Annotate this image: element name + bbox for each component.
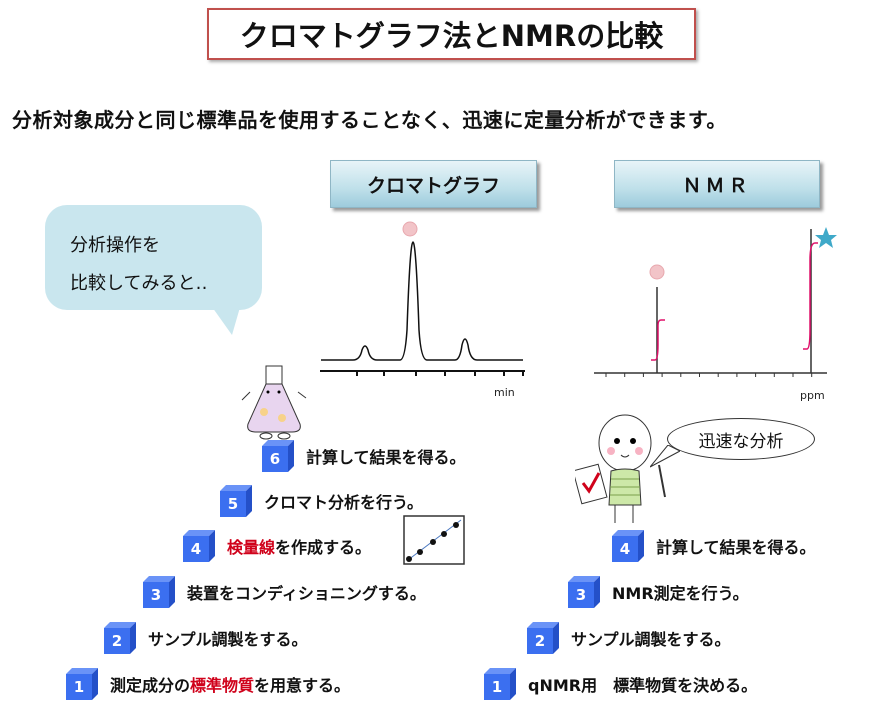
step-text: qNMR用 標準物質を決める。 (528, 672, 757, 696)
step-block-icon: 3 (568, 576, 600, 608)
bubble-line-2: 比較してみると‥ (70, 273, 208, 294)
nmr-step-1: 1 qNMR用 標準物質を決める。 (484, 668, 757, 700)
bubble-line-1: 分析操作を (70, 235, 160, 256)
nmr-step-3: 3 NMR測定を行う。 (568, 576, 749, 608)
step-text: クロマト分析を行う。 (264, 489, 423, 513)
integral-curve-2 (803, 242, 818, 350)
step-number: 4 (183, 536, 209, 562)
step-number: 6 (262, 446, 288, 472)
step-number: 2 (104, 628, 130, 654)
nmr-xlabel: ppm (800, 389, 825, 402)
step-text: 装置をコンディショニングする。 (187, 580, 426, 604)
step-text: 計算して結果を得る。 (656, 534, 816, 558)
flask-character-icon (241, 365, 307, 440)
chromatograph-step-1: 1 測定成分の標準物質を用意する。 (66, 668, 350, 700)
highlighted-text: 検量線 (227, 538, 276, 557)
speech-bubble: 分析操作を 比較してみると‥ (45, 205, 262, 310)
step-text: サンプル調製をする。 (148, 626, 308, 650)
step-text-part: 計算して結果を得る。 (656, 538, 816, 557)
step-text-part: 測定成分の (110, 676, 191, 695)
step-number: 3 (568, 582, 594, 608)
highlighted-text: 標準物質 (190, 676, 255, 695)
step-text-part: 計算して結果を得る。 (306, 448, 466, 467)
chromatograph-step-5: 5 クロマト分析を行う。 (220, 485, 423, 517)
chromatograph-step-3: 3 装置をコンディショニングする。 (143, 576, 426, 608)
step-number: 1 (66, 674, 92, 700)
step-block-icon: 1 (66, 668, 98, 700)
nmr-spectrum: 11109876543210 (594, 227, 837, 377)
step-block-icon: 2 (104, 622, 136, 654)
step-block-icon: 6 (262, 440, 294, 472)
integral-curve-1 (651, 319, 665, 361)
step-text: 計算して結果を得る。 (306, 444, 466, 468)
step-number: 2 (527, 628, 553, 654)
step-text-part: を作成する。 (275, 538, 372, 557)
chromatograph-step-4: 4 検量線を作成する。 (183, 530, 371, 562)
step-text-part: NMR測定を行う。 (612, 584, 749, 603)
analyte-marker-icon (402, 221, 418, 237)
step-text: 検量線を作成する。 (227, 534, 371, 558)
step-text: 測定成分の標準物質を用意する。 (110, 672, 350, 696)
chromatogram-trace (321, 241, 523, 361)
chromatograph-header: クロマトグラフ (330, 160, 537, 208)
step-number: 5 (220, 491, 246, 517)
chromatogram-xlabel: min (494, 386, 515, 399)
step-block-icon: 1 (484, 668, 516, 700)
child-character-icon (575, 414, 666, 523)
subtitle: 分析対象成分と同じ標準品を使用することなく、迅速に定量分析ができます。 (12, 108, 727, 132)
step-text-part: 装置をコンディショニングする。 (187, 584, 426, 603)
step-block-icon: 3 (143, 576, 175, 608)
step-block-icon: 4 (612, 530, 644, 562)
step-text-part: qNMR用 標準物質を決める。 (528, 676, 758, 695)
chromatogram (320, 221, 525, 376)
calibration-curve-icon (403, 515, 465, 565)
step-block-icon: 2 (527, 622, 559, 654)
step-text: サンプル調製をする。 (571, 626, 731, 650)
analyte-marker-icon (649, 264, 665, 280)
nmr-step-2: 2 サンプル調製をする。 (527, 622, 731, 654)
step-text-part: サンプル調製をする。 (571, 630, 731, 649)
speech-bubble-fast: 迅速な分析 (667, 418, 815, 460)
nmr-step-4: 4 計算して結果を得る。 (612, 530, 816, 562)
step-number: 1 (484, 674, 510, 700)
chromatograph-step-6: 6 計算して結果を得る。 (262, 440, 466, 472)
step-number: 3 (143, 582, 169, 608)
page-title: クロマトグラフ法とNMRの比較 (207, 8, 696, 60)
step-text: NMR測定を行う。 (612, 580, 749, 604)
standard-star-icon (815, 227, 837, 248)
step-number: 4 (612, 536, 638, 562)
step-text-part: を用意する。 (254, 676, 351, 695)
chromatograph-step-2: 2 サンプル調製をする。 (104, 622, 308, 654)
nmr-header: ＮＭＲ (614, 160, 820, 208)
step-block-icon: 5 (220, 485, 252, 517)
step-text-part: サンプル調製をする。 (148, 630, 308, 649)
step-text-part: クロマト分析を行う。 (264, 493, 424, 512)
step-block-icon: 4 (183, 530, 215, 562)
